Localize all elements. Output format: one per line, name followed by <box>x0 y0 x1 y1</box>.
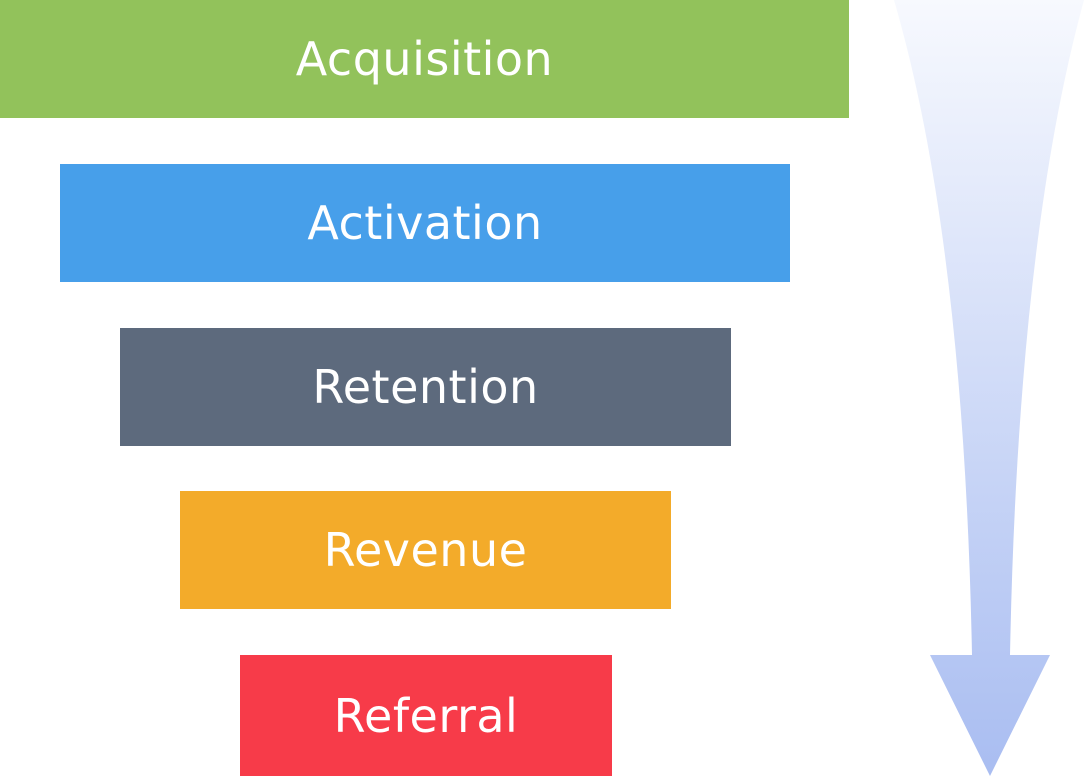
funnel-stage-activation: Activation <box>60 164 790 282</box>
funnel-stage-retention: Retention <box>120 328 731 446</box>
stage-label: Acquisition <box>295 32 554 86</box>
funnel-stage-referral: Referral <box>240 655 612 776</box>
funnel-stage-revenue: Revenue <box>180 491 671 609</box>
stage-label: Revenue <box>323 523 528 577</box>
arrow-shape <box>894 0 1084 776</box>
funnel-stage-acquisition: Acquisition <box>0 0 849 118</box>
stage-label: Referral <box>333 688 519 743</box>
stage-label: Activation <box>307 196 543 250</box>
stage-label: Retention <box>312 360 539 414</box>
down-arrow-icon <box>894 0 1084 776</box>
